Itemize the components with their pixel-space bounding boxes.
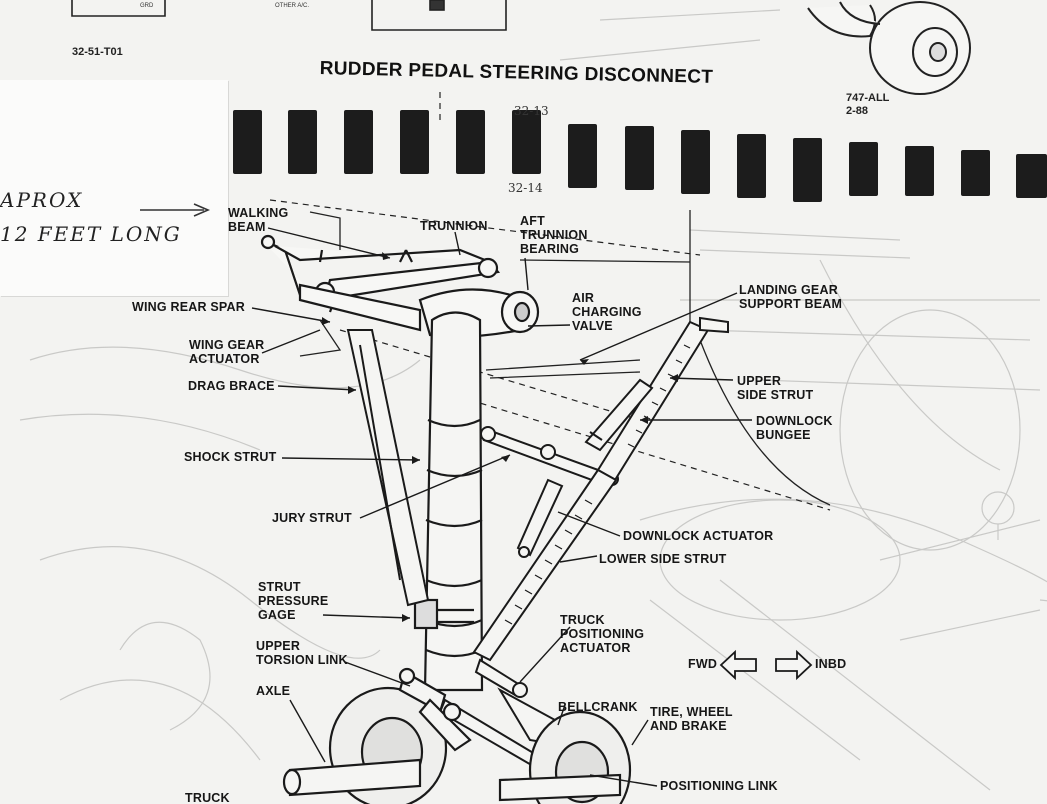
page-number-top: 32-13 xyxy=(514,104,549,118)
label-inbd: INBD xyxy=(815,657,847,671)
label-positioning-link: POSITIONING LINK xyxy=(660,779,778,793)
label-trunnion: TRUNNION xyxy=(420,219,488,233)
label-upper-side-strut: UPPER SIDE STRUT xyxy=(737,374,814,402)
label-downlock-actuator: DOWNLOCK ACTUATOR xyxy=(623,529,774,543)
note-line-1: APROX xyxy=(0,188,84,212)
label-shock-strut: SHOCK STRUT xyxy=(184,450,277,464)
long-arrow-right-icon xyxy=(140,203,211,217)
label-air-charging-valve: AIR CHARGING VALVE xyxy=(572,291,642,333)
label-landing-gear-support-beam: LANDING GEAR SUPPORT BEAM xyxy=(739,283,843,311)
label-tire-wheel-and-brake: TIRE, WHEEL AND BRAKE xyxy=(650,705,733,733)
binder-hole-icon xyxy=(681,130,710,194)
label-lower-side-strut: LOWER SIDE STRUT xyxy=(599,552,727,566)
binder-hole-icon xyxy=(1016,154,1047,198)
binder-hole-icon xyxy=(905,146,934,196)
binder-hole-icon xyxy=(625,126,654,190)
label-downlock-bungee: DOWNLOCK BUNGEE xyxy=(756,414,833,442)
top-left-fragment: GRD xyxy=(140,3,154,9)
doc-reference: 32-51-T01 xyxy=(72,46,123,58)
effectivity-line-2: 2-88 xyxy=(846,105,869,117)
effectivity-line-1: 747-ALL xyxy=(846,92,890,104)
label-upper-torsion-link: UPPER TORSION LINK xyxy=(256,639,348,667)
binder-hole-icon xyxy=(512,110,541,174)
binder-hole-icon xyxy=(344,110,373,174)
binder-hole-icon xyxy=(288,110,317,174)
handwritten-note xyxy=(0,80,228,296)
label-walking-beam: WALKING BEAM xyxy=(228,206,289,234)
binder-hole-icon xyxy=(456,110,485,174)
binder-hole-icon xyxy=(961,150,990,196)
label-strut-pressure-gage: STRUT PRESSURE GAGE xyxy=(258,580,329,622)
label-fwd: FWD xyxy=(688,657,718,671)
fwd-arrow-left-icon xyxy=(719,649,757,681)
label-axle: AXLE xyxy=(256,684,291,698)
label-drag-brace: DRAG BRACE xyxy=(188,379,275,393)
binder-hole-icon xyxy=(568,124,597,188)
binder-hole-icon xyxy=(233,110,262,174)
top-fragment-other: OTHER A/C. xyxy=(275,3,310,9)
inbd-arrow-right-icon xyxy=(775,649,813,681)
label-aft-trunnion-bearing: AFT TRUNNION BEARING xyxy=(520,214,588,256)
binder-hole-icon xyxy=(849,142,878,196)
binder-hole-icon xyxy=(793,138,822,202)
binder-hole-icon xyxy=(400,110,429,174)
label-truck: TRUCK xyxy=(185,791,230,804)
binder-hole-icon xyxy=(737,134,766,198)
label-truck-positioning-actuator: TRUCK POSITIONING ACTUATOR xyxy=(560,613,645,655)
label-bellcrank: BELLCRANK xyxy=(558,700,638,714)
label-wing-gear-actuator: WING GEAR ACTUATOR xyxy=(189,338,265,366)
label-jury-strut: JURY STRUT xyxy=(272,511,352,525)
label-wing-rear-spar: WING REAR SPAR xyxy=(132,300,245,314)
page-number-bottom: 32-14 xyxy=(508,181,543,195)
note-line-2: 12 FEET LONG xyxy=(0,222,182,246)
